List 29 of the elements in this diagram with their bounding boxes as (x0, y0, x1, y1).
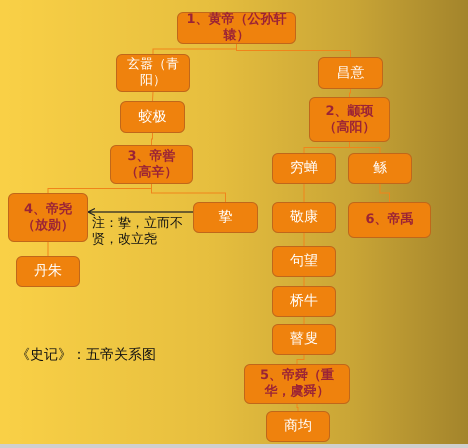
caption: 《史记》：五帝关系图 (16, 346, 156, 364)
emperor-box: 1、黄帝（公孙轩辕） (177, 12, 296, 44)
connector-line (296, 354, 304, 364)
person-box: 丹朱 (16, 256, 80, 287)
connector-line (152, 92, 154, 102)
connector-line (380, 184, 390, 202)
arrow (87, 208, 193, 216)
person-box: 蛟极 (120, 101, 185, 133)
emperor-box: 6、帝禹 (348, 202, 431, 238)
emperor-box: 2、颛顼（高阳） (309, 97, 390, 142)
connector-line (296, 404, 298, 412)
emperor-box: 3、帝喾（高辛） (110, 145, 193, 184)
person-box: 昌意 (318, 57, 383, 89)
connector-line (151, 184, 226, 202)
person-box: 玄嚣（青阳） (116, 54, 190, 92)
emperor-box: 4、帝尧（放勋） (8, 193, 88, 242)
person-box: 挚 (193, 202, 258, 233)
person-box: 鲧 (348, 153, 412, 184)
person-box: 商均 (266, 411, 330, 442)
person-box: 穷蝉 (272, 153, 336, 184)
emperor-box: 5、帝舜（重华，虞舜） (244, 364, 350, 404)
connector-line (236, 44, 351, 58)
person-box: 敬康 (272, 202, 336, 233)
connector-line (349, 88, 351, 98)
connector-line (151, 132, 153, 146)
person-box: 桥牛 (272, 286, 336, 317)
edge-label: 注：挚，立而不贤，改立尧 (92, 216, 184, 248)
person-box: 句望 (272, 246, 336, 277)
person-box: 瞽叟 (272, 324, 336, 355)
